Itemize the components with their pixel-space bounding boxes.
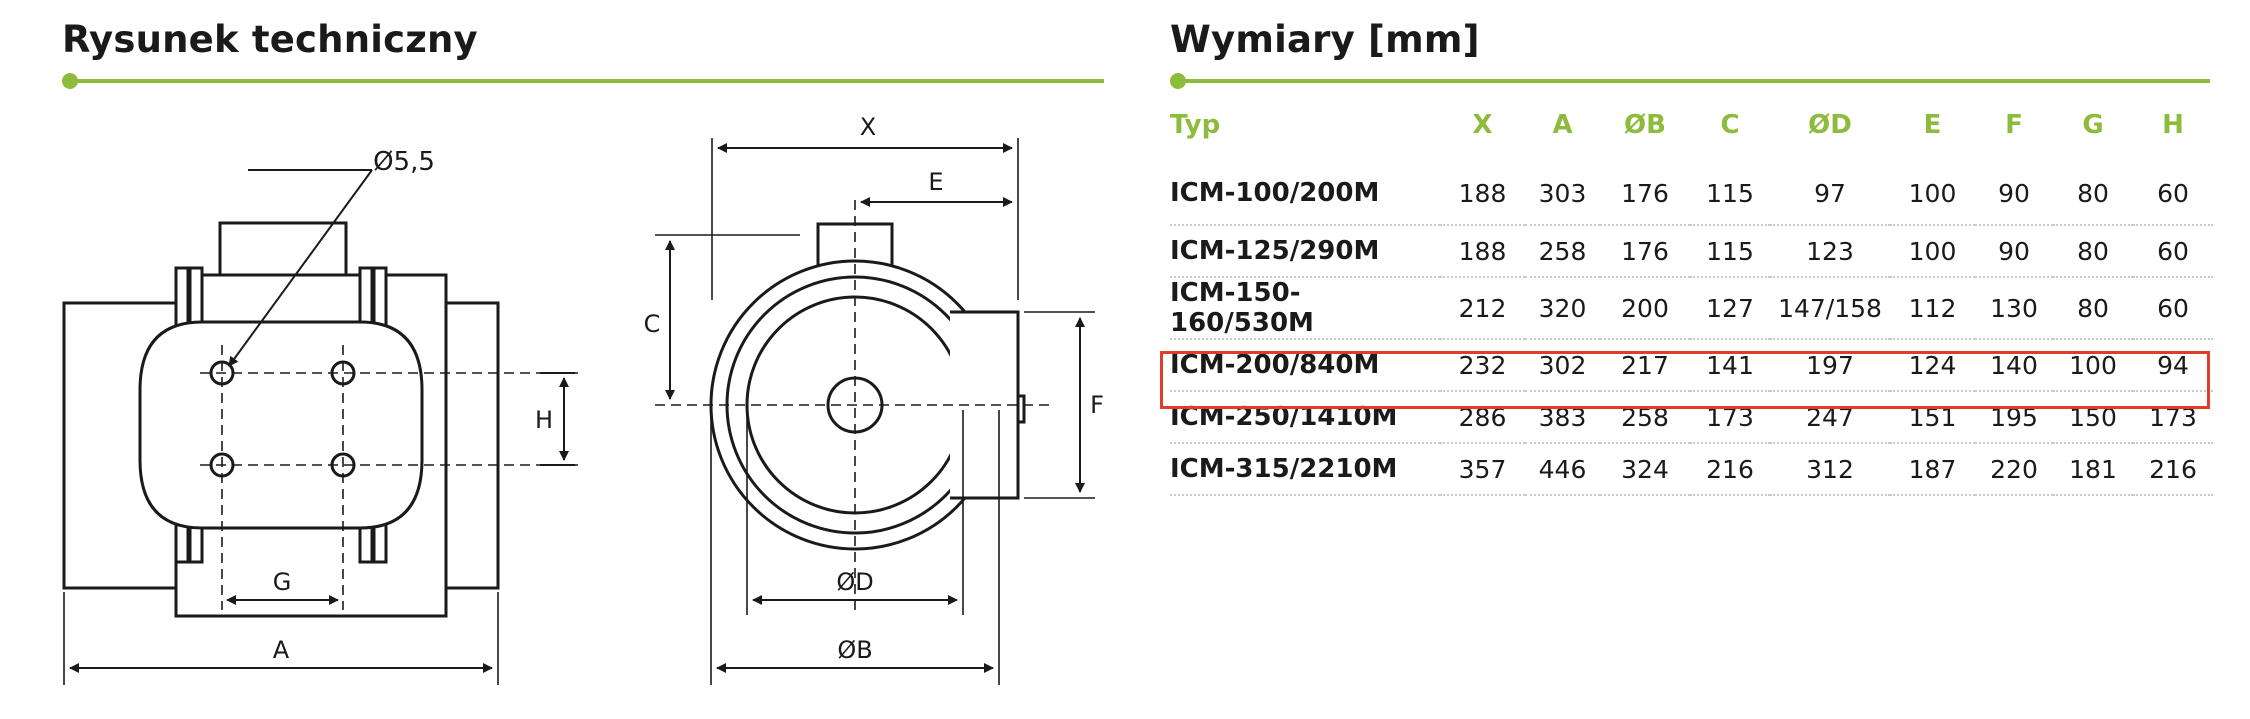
highlight-box	[1160, 351, 2210, 409]
cell: 302	[1525, 339, 1600, 392]
dim-label-b: ØB	[837, 636, 872, 664]
cell-model: ICM-200/840M	[1170, 339, 1440, 392]
dim-label-e: E	[928, 168, 943, 196]
dim-label-f: F	[1090, 391, 1104, 419]
cell: 216	[2133, 443, 2213, 496]
header-a: A	[1552, 110, 1573, 140]
table-row: ICM-100/200M 188 303 176 115 97 100 90 8…	[1170, 154, 2213, 226]
cell: 303	[1525, 154, 1600, 226]
header-b: ØB	[1624, 110, 1666, 140]
cell: 90	[1975, 225, 2053, 278]
cell: 60	[2133, 154, 2213, 226]
table-row: ICM-315/2210M 357 446 324 216 312 187 22…	[1170, 443, 2213, 496]
header-g: G	[2082, 110, 2104, 140]
table-header-row: Typ X A ØB C ØD E F G H	[1170, 96, 2213, 154]
cell-model: ICM-125/290M	[1170, 225, 1440, 278]
header-c: C	[1720, 110, 1740, 140]
cell: 188	[1440, 154, 1525, 226]
technical-drawing: Ø5,5 H G A X E C F ØD ØB	[62, 113, 1104, 685]
table-row: ICM-200/840M 232 302 217 141 197 124 140…	[1170, 339, 2213, 392]
title-rule	[70, 79, 1104, 83]
hole-diameter-label: Ø5,5	[373, 147, 435, 177]
cell: 232	[1440, 339, 1525, 392]
header-e: E	[1923, 110, 1942, 140]
cell: 60	[2133, 277, 2213, 340]
cell: 212	[1440, 277, 1525, 340]
header-h: H	[2162, 110, 2184, 140]
cell-model: ICM-150-160/530M	[1170, 277, 1440, 340]
cell: 258	[1600, 391, 1690, 444]
cell: 100	[1890, 225, 1975, 278]
cell: 216	[1690, 443, 1770, 496]
cell: 100	[2053, 339, 2133, 392]
cell-model: ICM-100/200M	[1170, 154, 1440, 226]
dim-label-d: ØD	[836, 568, 873, 596]
cell: 80	[2053, 154, 2133, 226]
side-motor-body	[138, 320, 424, 530]
cell: 187	[1890, 443, 1975, 496]
cell: 181	[2053, 443, 2133, 496]
cell: 90	[1975, 154, 2053, 226]
cell: 140	[1975, 339, 2053, 392]
cell: 80	[2053, 225, 2133, 278]
cell: 312	[1770, 443, 1890, 496]
dim-label-c: C	[644, 310, 661, 338]
side-duct-right	[444, 301, 500, 590]
cell: 220	[1975, 443, 2053, 496]
cell: 115	[1690, 225, 1770, 278]
header-x: X	[1472, 110, 1493, 140]
dim-label-h: H	[535, 406, 553, 434]
cell: 324	[1600, 443, 1690, 496]
cell: 130	[1975, 277, 2053, 340]
cell: 320	[1525, 277, 1600, 340]
dim-label-x: X	[860, 113, 876, 141]
cell: 60	[2133, 225, 2213, 278]
header-d: ØD	[1808, 110, 1852, 140]
cell: 446	[1525, 443, 1600, 496]
cell: 141	[1690, 339, 1770, 392]
cell: 123	[1770, 225, 1890, 278]
cell-model: ICM-315/2210M	[1170, 443, 1440, 496]
dimensions-table: Typ X A ØB C ØD E F G H ICM-100/200M 188…	[1170, 96, 2213, 496]
cell: 97	[1770, 154, 1890, 226]
cell: 150	[2053, 391, 2133, 444]
cell: 124	[1890, 339, 1975, 392]
cell: 200	[1600, 277, 1690, 340]
table-row: ICM-150-160/530M 212 320 200 127 147/158…	[1170, 277, 2213, 340]
cell: 197	[1770, 339, 1890, 392]
cell: 147/158	[1770, 277, 1890, 340]
cell: 188	[1440, 225, 1525, 278]
cell: 258	[1525, 225, 1600, 278]
dim-label-a: A	[273, 636, 290, 664]
cell: 80	[2053, 277, 2133, 340]
section-title-drawing: Rysunek techniczny	[62, 18, 478, 61]
cell: 112	[1890, 277, 1975, 340]
cell: 115	[1690, 154, 1770, 226]
dim-label-g: G	[273, 568, 292, 596]
cell: 176	[1600, 225, 1690, 278]
cell: 94	[2133, 339, 2213, 392]
side-view	[62, 221, 500, 618]
cell: 127	[1690, 277, 1770, 340]
header-typ: Typ	[1170, 110, 1221, 140]
table-row-highlighted: ICM-250/1410M 286 383 258 173 247 151 19…	[1170, 391, 2213, 444]
section-title-dimensions: Wymiary [mm]	[1170, 18, 1480, 61]
cell: 357	[1440, 443, 1525, 496]
dimensions-rule	[1178, 79, 2210, 83]
cell: 176	[1600, 154, 1690, 226]
header-f: F	[2005, 110, 2023, 140]
cell: 217	[1600, 339, 1690, 392]
table-row: ICM-125/290M 188 258 176 115 123 100 90 …	[1170, 225, 2213, 278]
cell: 100	[1890, 154, 1975, 226]
